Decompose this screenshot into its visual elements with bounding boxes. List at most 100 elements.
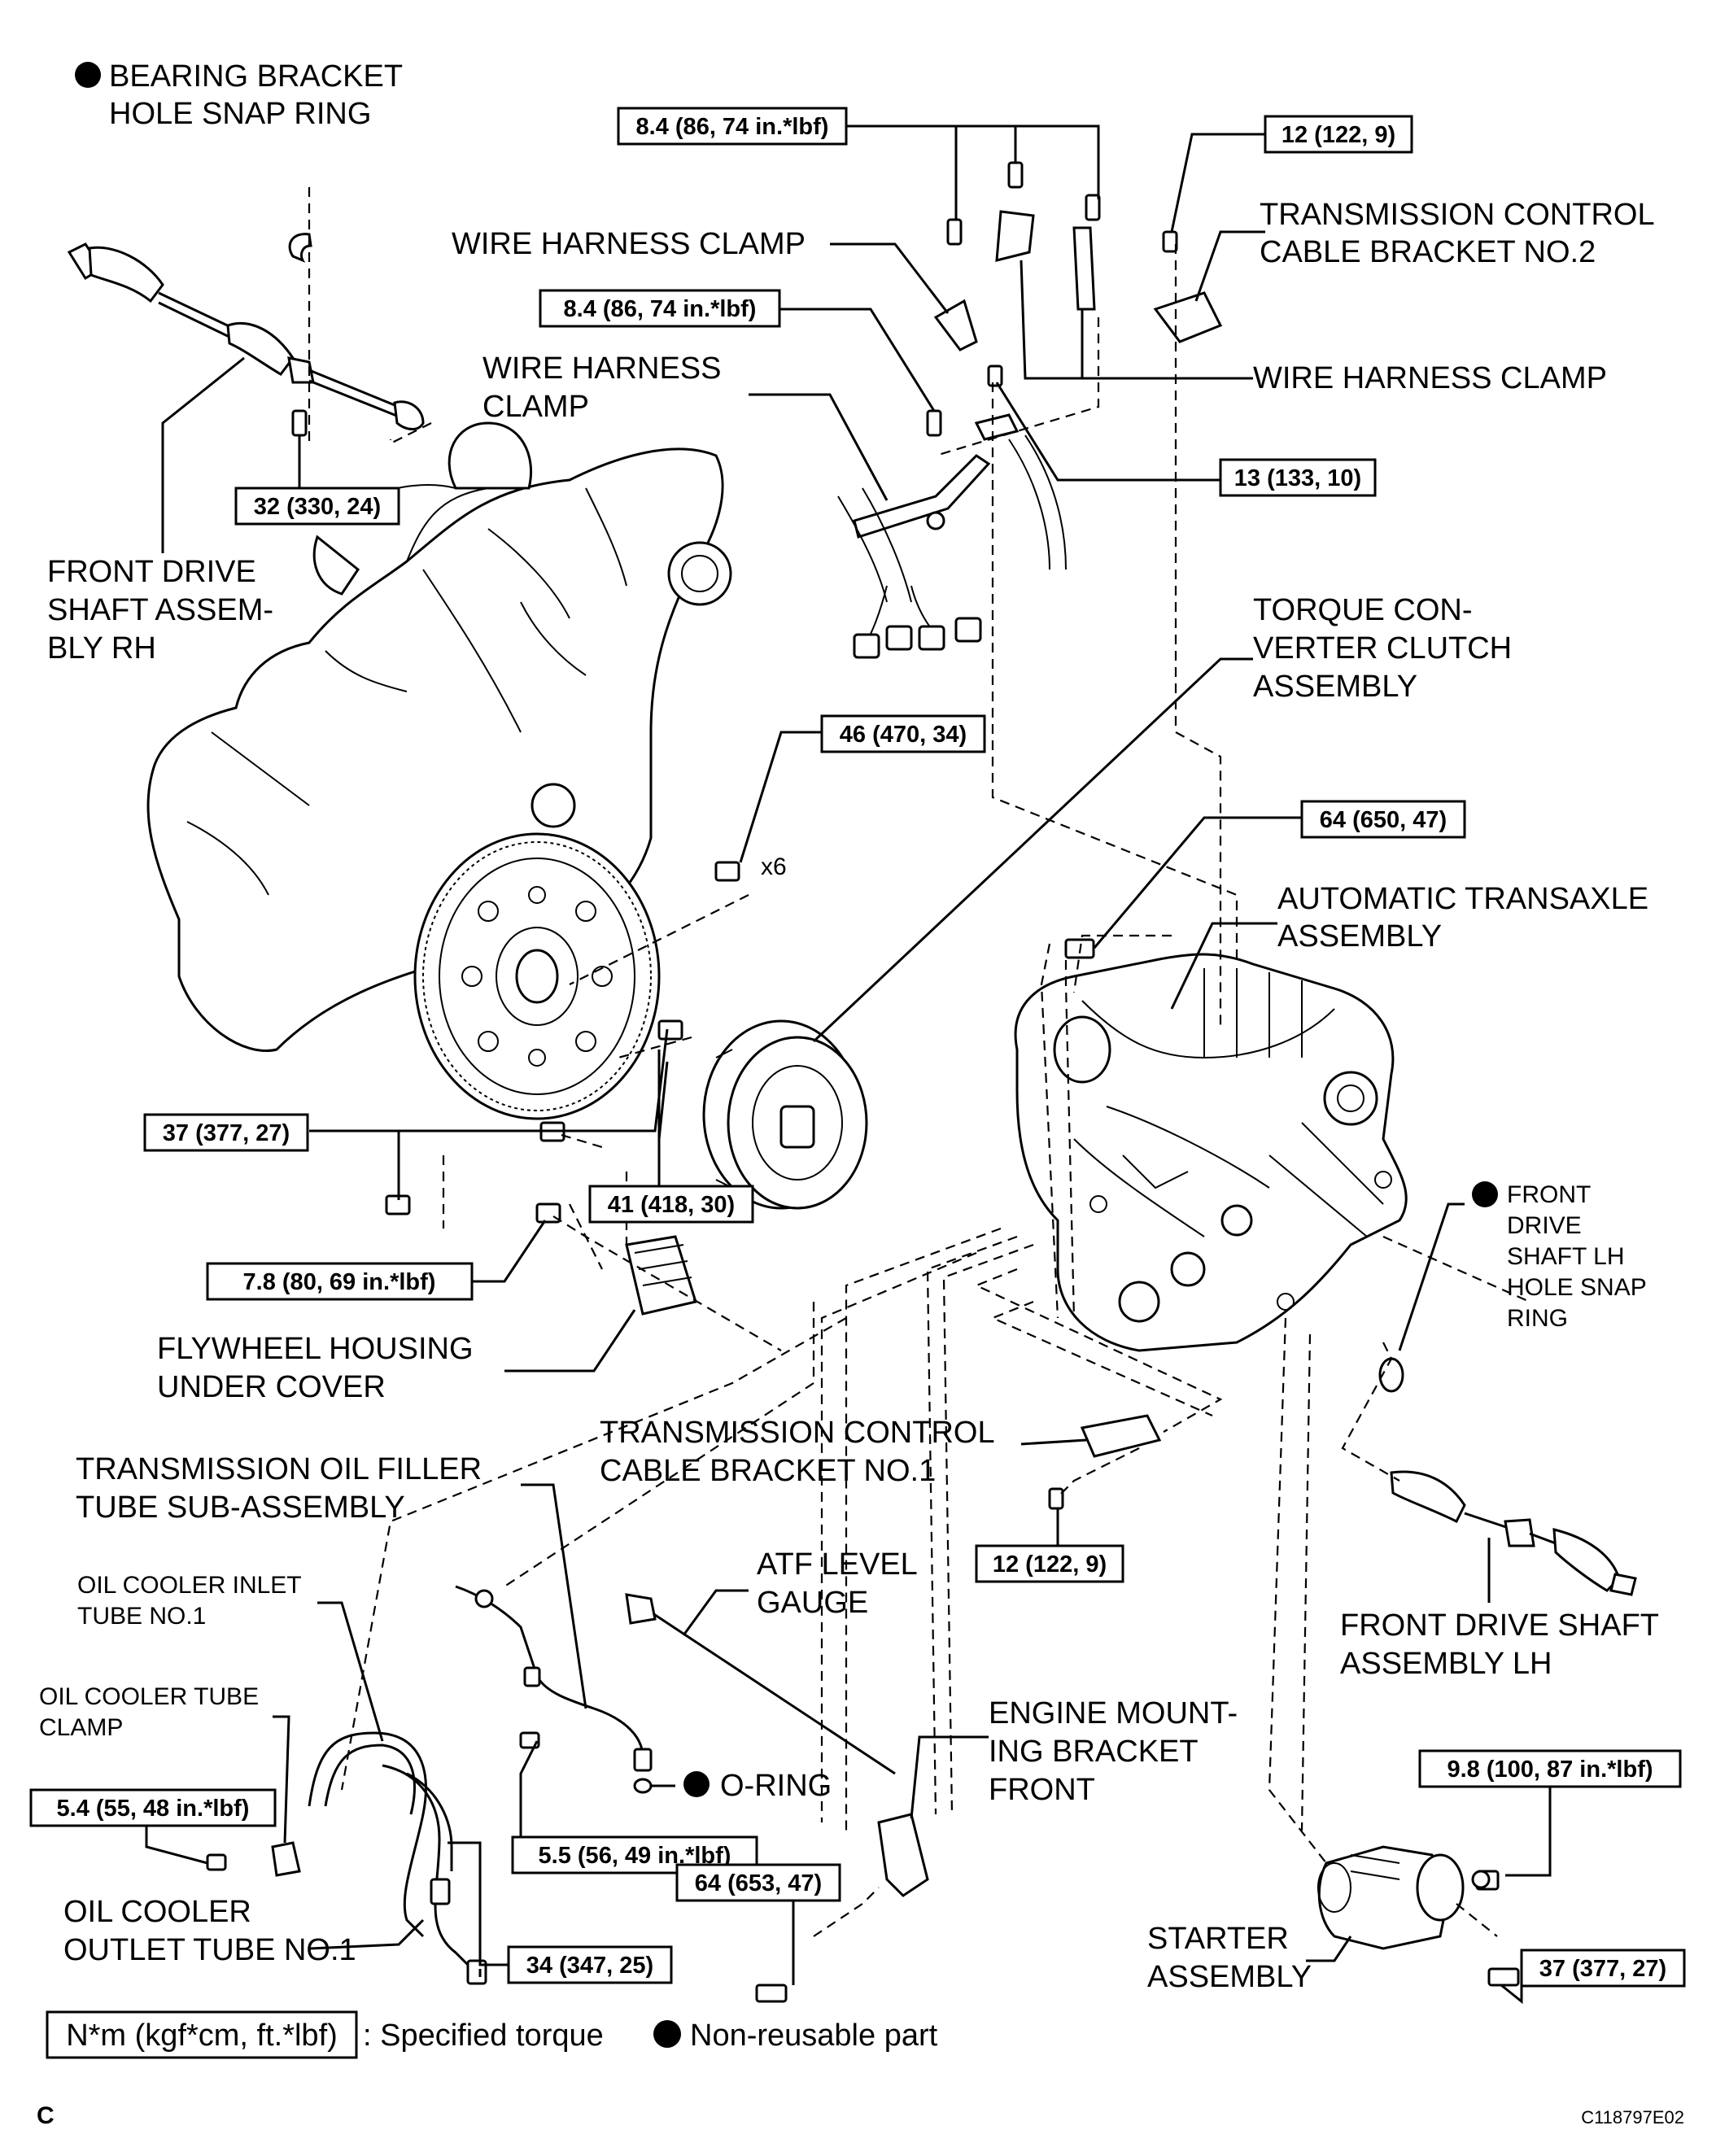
torque-37b-text: 37 (377, 27) (1539, 1956, 1666, 1982)
torque-box-64b (675, 1863, 841, 1902)
torque-box-12b (975, 1544, 1124, 1583)
torque-box-46 (820, 714, 986, 753)
quantity-x6-label: x6 (761, 853, 787, 880)
torque-46-text: 46 (470, 34) (840, 722, 967, 748)
oil-cooler-tube-clamp-label-1: OIL COOLER TUBE (39, 1683, 259, 1710)
torque-top-text: 8.4 (86, 74 in.*lbf) (636, 114, 829, 140)
torque-64b-text: 64 (653, 47) (695, 1870, 822, 1896)
starter-label-2: ASSEMBLY (1147, 1960, 1312, 1994)
torque-box-37b (1520, 1949, 1686, 1988)
flywheel-cover-label-2: UNDER COVER (157, 1370, 386, 1404)
legend-unit-text: N*m (kgf*cm, ft.*lbf) (66, 2019, 338, 2053)
bearing-snap-ring-label-1: BEARING BRACKET (109, 59, 403, 94)
lh-snap-ring-label-2: DRIVE (1507, 1212, 1582, 1239)
automatic-transaxle-label-1: AUTOMATIC TRANSAXLE (1277, 882, 1648, 916)
cable-bracket-no1-label-2: CABLE BRACKET NO.1 (600, 1454, 936, 1488)
oil-cooler-inlet-label-2: TUBE NO.1 (77, 1603, 206, 1630)
torque-spec-boxes: 8.4 (86, 74 in.*lbf) 12 (122, 9) 8.4 (86… (29, 107, 1686, 1988)
cable-bracket-no2-label-1: TRANSMISSION CONTROL (1260, 198, 1655, 232)
torque-13-text: 13 (133, 10) (1234, 465, 1361, 491)
torque-54-text: 5.4 (55, 48 in.*lbf) (57, 1796, 250, 1822)
bearing-snap-ring-drawing (288, 233, 312, 263)
lh-snap-ring-label-1: FRONT (1507, 1181, 1591, 1208)
footer-figure-code: C118797E02 (1581, 2107, 1684, 2128)
lh-snap-ring-label-5: RING (1507, 1305, 1568, 1332)
drive-plate-drawing (413, 832, 661, 1120)
torque-box-54 (29, 1788, 277, 1827)
wire-harness-clamp-2-drawing (995, 210, 1035, 262)
wire-harness-clamp-drawing (933, 299, 978, 351)
torque-34-text: 34 (347, 25) (526, 1953, 653, 1979)
torque-box-41 (588, 1185, 754, 1224)
torque-37a-text: 37 (377, 27) (163, 1120, 290, 1146)
torque-box-32 (234, 487, 400, 526)
non-reusable-marker-icon (653, 2020, 681, 2048)
leader-lines (145, 124, 1552, 2005)
torque-12a-text: 12 (122, 9) (1282, 122, 1395, 148)
cable-bracket-no2-label-2: CABLE BRACKET NO.2 (1260, 235, 1596, 269)
legend-unit-box (46, 2010, 358, 2059)
oil-cooler-outlet-label-2: OUTLET TUBE NO.1 (63, 1933, 356, 1967)
engine-mount-bracket-label-3: FRONT (989, 1773, 1095, 1807)
oil-filler-tube-label-2: TUBE SUB-ASSEMBLY (76, 1490, 405, 1525)
legend-nonreusable-text: Non-reusable part (690, 2019, 938, 2053)
front-drive-shaft-rh-label-1: FRONT DRIVE (47, 555, 256, 589)
atf-level-gauge-drawing (642, 1605, 896, 1775)
cable-bracket-no2-drawing (1153, 291, 1223, 343)
torque-12b-text: 12 (122, 9) (993, 1552, 1107, 1578)
torque-box-12a (1264, 115, 1413, 154)
cable-bracket-no1-drawing (1080, 1414, 1162, 1458)
starter-assembly-drawing (1317, 1845, 1491, 1950)
torque-box-13 (1219, 458, 1377, 497)
torque-converter-label-1: TORQUE CON- (1253, 593, 1473, 627)
torque-64a-text: 64 (650, 47) (1320, 807, 1447, 833)
front-drive-shaft-rh-label-3: BLY RH (47, 631, 156, 666)
legend: N*m (kgf*cm, ft.*lbf) : Specified torque… (46, 2010, 938, 2059)
torque-41-text: 41 (418, 30) (608, 1192, 735, 1218)
starter-label-1: STARTER (1147, 1922, 1289, 1956)
oil-filler-tube-label-1: TRANSMISSION OIL FILLER (76, 1452, 482, 1486)
front-drive-shaft-rh-label-2: SHAFT ASSEM- (47, 593, 273, 627)
engine-mounting-bracket-drawing (877, 1813, 929, 1897)
atf-level-gauge-label-1: ATF LEVEL (757, 1547, 918, 1582)
torque-box-84b (539, 289, 781, 328)
automatic-transaxle-label-2: ASSEMBLY (1277, 919, 1442, 954)
footer-section-letter: C (37, 2102, 55, 2129)
engine-mount-bracket-label-1: ENGINE MOUNT- (989, 1696, 1238, 1730)
torque-box-37a (143, 1113, 309, 1152)
torque-box-98 (1418, 1749, 1682, 1788)
wire-harness-clamp-mid-label-1: WIRE HARNESS (482, 351, 721, 386)
torque-box-34 (507, 1945, 673, 1984)
front-drive-shaft-rh-drawing (67, 242, 425, 430)
torque-converter-label-3: ASSEMBLY (1253, 670, 1417, 704)
wire-harness-drawing (837, 413, 1067, 659)
wire-harness-clamp-mid-label-2: CLAMP (482, 390, 589, 424)
torque-converter-label-2: VERTER CLUTCH (1253, 631, 1512, 666)
wire-harness-clamp-3-drawing (1072, 226, 1096, 311)
oil-cooler-inlet-label-1: OIL COOLER INLET (77, 1572, 302, 1599)
wire-harness-clamp-right-label: WIRE HARNESS CLAMP (1253, 361, 1607, 395)
front-drive-shaft-lh-drawing (1390, 1470, 1637, 1596)
torque-box-64a (1300, 800, 1466, 839)
non-reusable-marker-icon (75, 62, 101, 88)
torque-box-top (617, 107, 848, 146)
torque-32-text: 32 (330, 24) (254, 494, 381, 520)
wire-harness-clamp-top-label: WIRE HARNESS CLAMP (452, 227, 806, 261)
part-labels: BEARING BRACKET HOLE SNAP RING WIRE HARN… (39, 59, 1659, 1994)
bearing-snap-ring-label-2: HOLE SNAP RING (109, 97, 371, 131)
atf-level-gauge-label-2: GAUGE (757, 1586, 868, 1620)
cable-bracket-no1-label-1: TRANSMISSION CONTROL (600, 1416, 995, 1450)
o-ring-label: O-RING (720, 1769, 832, 1803)
bolts (206, 161, 1520, 2003)
torque-box-55 (511, 1835, 758, 1874)
oil-cooler-outlet-label-1: OIL COOLER (63, 1895, 251, 1929)
torque-converter-drawing (702, 1019, 868, 1210)
lh-snap-ring-label-3: SHAFT LH (1507, 1243, 1624, 1270)
torque-84b-text: 8.4 (86, 74 in.*lbf) (564, 296, 757, 322)
legend-specified-text: : Specified torque (363, 2019, 604, 2053)
front-drive-shaft-lh-label-1: FRONT DRIVE SHAFT (1340, 1608, 1659, 1643)
engine-mount-bracket-label-2: ING BRACKET (989, 1735, 1199, 1769)
alignment-dashed-lines (308, 187, 1530, 1937)
